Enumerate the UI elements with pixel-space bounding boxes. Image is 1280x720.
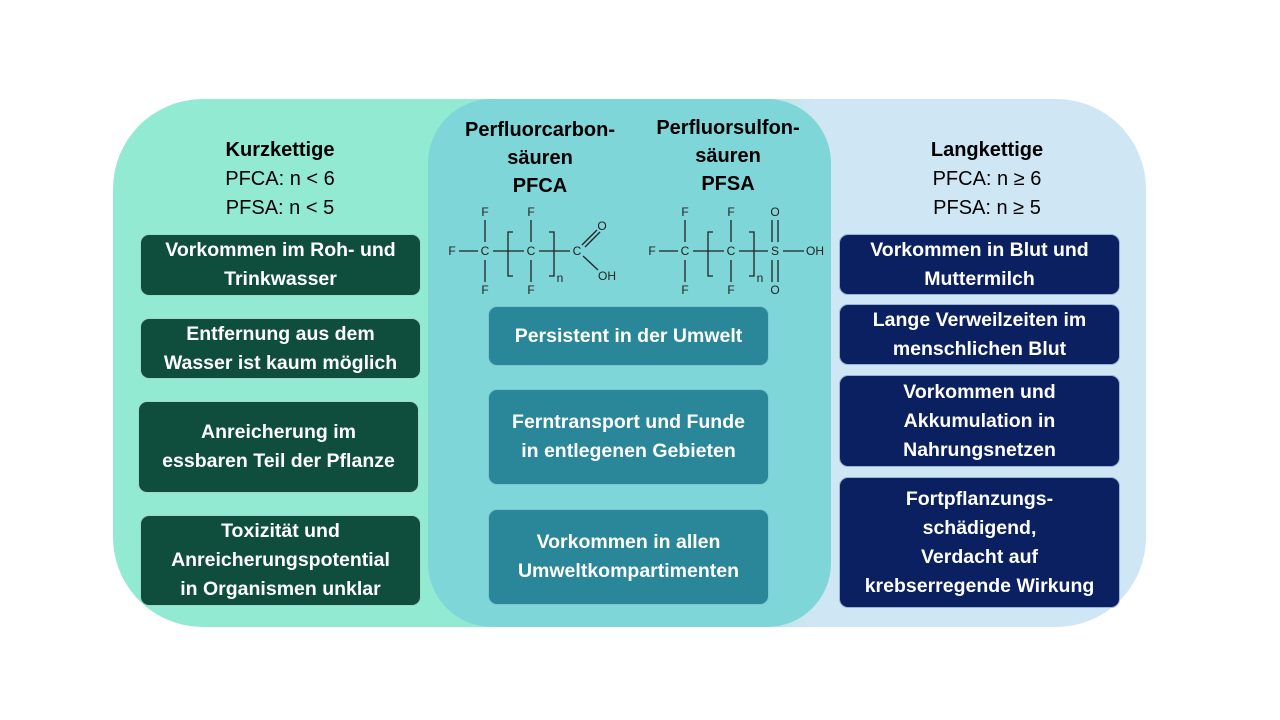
long-chain-box-food-webs: Vorkommen und Akkumulation in Nahrungsne… — [839, 375, 1120, 467]
long-chain-title: Langkettige — [930, 139, 1044, 161]
chem-atom: F — [727, 283, 734, 297]
chem-atom: F — [481, 283, 488, 297]
chem-atom: F — [681, 205, 688, 219]
chem-atom: F — [448, 244, 455, 258]
chem-atom: O — [597, 219, 606, 233]
chem-atom: C — [527, 244, 536, 258]
chem-atom: C — [573, 244, 582, 258]
chem-atom: OH — [806, 244, 824, 258]
pfca-title: Perfluorcarbon- säuren PFCA — [464, 119, 616, 197]
long-chain-pfsa: PFSA: n ≥ 5 — [933, 197, 1041, 219]
chem-atom: C — [481, 244, 490, 258]
short-chain-box-drinking-water: Vorkommen im Roh- und Trinkwasser — [140, 234, 421, 296]
chem-subscript: n — [557, 271, 564, 285]
chem-subscript: n — [757, 271, 764, 285]
center-box-all-compartments: Vorkommen in allen Umweltkompartimenten — [488, 509, 769, 605]
pfca-structure: F F F C C C F F n O OH — [448, 205, 616, 297]
chem-atom: F — [681, 283, 688, 297]
chem-atom: F — [527, 283, 534, 297]
short-chain-pfca: PFCA: n < 6 — [225, 168, 335, 190]
chem-atom: OH — [598, 269, 616, 283]
pfsa-title: Perfluorsulfon- säuren PFSA — [656, 117, 800, 195]
long-chain-box-reproductive-toxicity: Fortpflanzungs- schädigend, Verdacht auf… — [839, 477, 1120, 608]
short-chain-box-plant-accumulation: Anreicherung im essbaren Teil der Pflanz… — [138, 401, 419, 493]
chem-atom: S — [771, 244, 779, 258]
long-chain-header: Langkettige PFCA: n ≥ 6 PFSA: n ≥ 5 — [887, 136, 1087, 223]
short-chain-header: Kurzkettige PFCA: n < 6 PFSA: n < 5 — [180, 136, 380, 223]
long-chain-pfca: PFCA: n ≥ 6 — [932, 168, 1042, 190]
chem-atom: F — [481, 205, 488, 219]
center-box-long-range-transport: Ferntransport und Funde in entlegenen Ge… — [488, 389, 769, 485]
chem-atom: F — [527, 205, 534, 219]
short-chain-title: Kurzkettige — [225, 139, 335, 161]
chem-atom: F — [648, 244, 655, 258]
chem-atom: F — [727, 205, 734, 219]
chem-atom: O — [770, 283, 779, 297]
chem-atom: C — [727, 244, 736, 258]
short-chain-pfsa: PFSA: n < 5 — [225, 197, 335, 219]
short-chain-box-toxicity: Toxizität und Anreicherungspotential in … — [140, 515, 421, 606]
chem-atom: C — [681, 244, 690, 258]
chem-atom: O — [770, 205, 779, 219]
center-box-persistent: Persistent in der Umwelt — [488, 306, 769, 366]
long-chain-box-residence-time: Lange Verweilzeiten im menschlichen Blut — [839, 304, 1120, 365]
long-chain-box-blood-milk: Vorkommen in Blut und Muttermilch — [839, 234, 1120, 295]
pfsa-structure: F F F C C S F F O O n OH — [648, 205, 824, 297]
short-chain-box-removal: Entfernung aus dem Wasser ist kaum mögli… — [140, 318, 421, 379]
